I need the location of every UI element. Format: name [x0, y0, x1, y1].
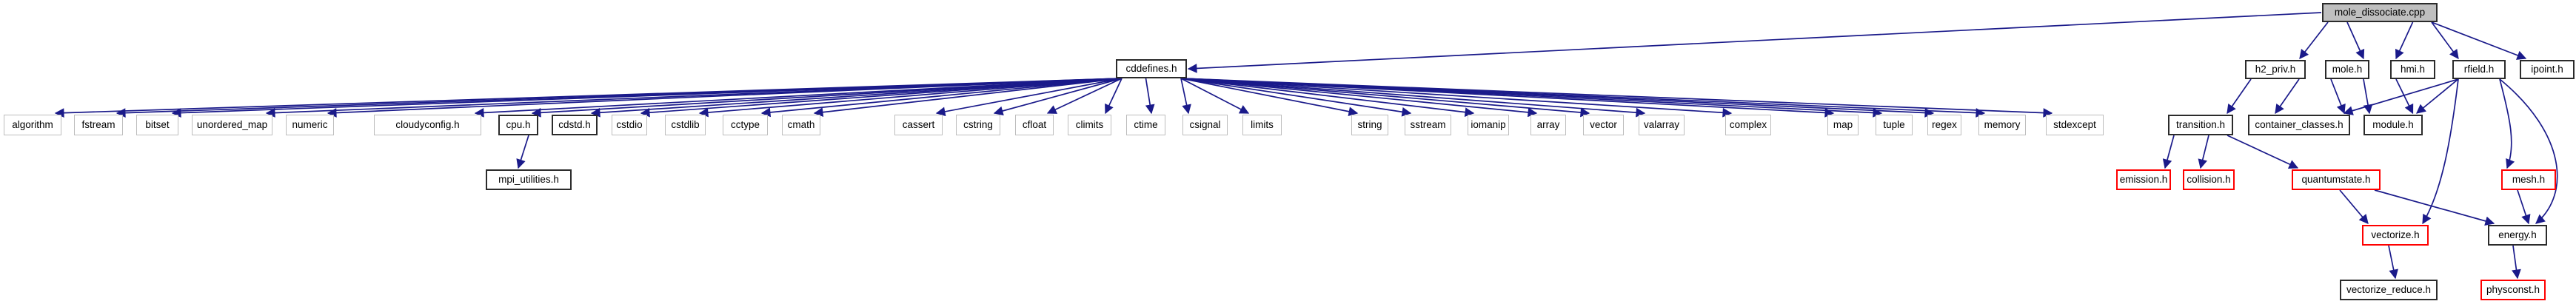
edge-mole_dissociate-ipoint — [2431, 21, 2527, 60]
edge-cddefines-cstdio — [640, 78, 1123, 118]
node-map: map — [1827, 115, 1859, 135]
edge-mole_dissociate-mole — [2346, 21, 2365, 60]
edge-mole_dissociate-rfield — [2431, 21, 2459, 60]
edge-cddefines-valarray — [1180, 78, 1646, 118]
edge-transition-collision — [2198, 135, 2209, 169]
edge-cddefines-climits — [1105, 78, 1123, 115]
edge-rfield-vectorize — [2422, 78, 2459, 225]
edge-cddefines-limits — [1180, 78, 1250, 114]
edge-cddefines-bitset — [171, 78, 1123, 118]
edge-cddefines-cpu — [531, 78, 1123, 118]
node-ctime: ctime — [1126, 115, 1165, 135]
node-energy[interactable]: energy.h — [2488, 225, 2547, 246]
node-cloudyconfig: cloudyconfig.h — [374, 115, 481, 135]
node-tuple: tuple — [1876, 115, 1913, 135]
node-cfloat: cfloat — [1015, 115, 1054, 135]
node-memory: memory — [1978, 115, 2026, 135]
edge-h2_priv-container_classes — [2275, 78, 2300, 115]
node-climits: climits — [1068, 115, 1111, 135]
node-iomanip: iomanip — [1468, 115, 1509, 135]
edge-rfield-container_classes — [2343, 78, 2459, 115]
node-valarray: valarray — [1639, 115, 1685, 135]
edge-mesh-energy — [2517, 189, 2531, 225]
node-cdstd[interactable]: cdstd.h — [552, 115, 598, 135]
node-cctype: cctype — [723, 115, 768, 135]
edge-mole-container_classes — [2330, 78, 2346, 115]
edge-energy-physconst — [2512, 245, 2521, 280]
edge-cddefines-iomanip — [1180, 78, 1475, 117]
node-bitset: bitset — [136, 115, 178, 135]
edge-hmi-module — [2395, 78, 2414, 115]
node-cpu[interactable]: cpu.h — [498, 115, 538, 135]
node-regex: regex — [1927, 115, 1961, 135]
node-csignal: csignal — [1182, 115, 1228, 135]
node-complex: complex — [1725, 115, 1771, 135]
node-vector: vector — [1583, 115, 1624, 135]
edge-cddefines-sstream — [1180, 78, 1412, 117]
edge-rfield-energy — [2499, 78, 2558, 224]
edge-cddefines-cfloat — [1046, 78, 1123, 114]
node-mesh[interactable]: mesh.h — [2501, 169, 2556, 190]
edge-cpu-mpi_utilities — [516, 135, 529, 169]
edge-h2_priv-transition — [2227, 78, 2252, 115]
node-container_classes[interactable]: container_classes.h — [2248, 115, 2350, 135]
edge-transition-emission — [2162, 135, 2175, 169]
node-algorithm: algorithm — [4, 115, 61, 135]
node-stdexcept: stdexcept — [2046, 115, 2104, 135]
edge-mole-module — [2363, 78, 2373, 115]
node-vectorize_reduce[interactable]: vectorize_reduce.h — [2340, 280, 2438, 300]
node-unordered_map: unordered_map — [192, 115, 272, 135]
node-quantumstate[interactable]: quantumstate.h — [2292, 169, 2381, 190]
node-h2_priv[interactable]: h2_priv.h — [2245, 60, 2306, 79]
node-module[interactable]: module.h — [2363, 115, 2423, 135]
node-limits: limits — [1242, 115, 1282, 135]
node-mole_dissociate: mole_dissociate.cpp — [2322, 3, 2438, 22]
edge-cddefines-string — [1180, 78, 1359, 117]
edge-cddefines-stdexcept — [1180, 78, 2053, 118]
node-cstdio: cstdio — [612, 115, 647, 135]
node-array: array — [1530, 115, 1566, 135]
edge-mole_dissociate-h2_priv — [2299, 21, 2329, 60]
edge-cddefines-numeric — [327, 78, 1123, 118]
edge-cddefines-cassert — [935, 78, 1123, 117]
edge-cddefines-ctime — [1145, 78, 1155, 115]
node-emission[interactable]: emission.h — [2116, 169, 2171, 190]
edge-cddefines-cmath — [813, 78, 1123, 118]
edge-cddefines-cctype — [760, 78, 1123, 118]
edge-cddefines-complex — [1180, 78, 1733, 118]
edge-rfield-mesh — [2499, 78, 2515, 169]
node-ipoint[interactable]: ipoint.h — [2520, 60, 2575, 79]
edge-cddefines-array — [1180, 78, 1538, 118]
edge-rfield-module — [2416, 78, 2459, 114]
edge-cddefines-cstring — [993, 78, 1123, 116]
edge-mole_dissociate-cddefines — [1187, 12, 2322, 73]
edge-quantumstate-vectorize — [2339, 189, 2369, 224]
node-cddefines[interactable]: cddefines.h — [1116, 59, 1187, 78]
node-physconst[interactable]: physconst.h — [2480, 280, 2546, 300]
node-collision[interactable]: collision.h — [2183, 169, 2235, 190]
node-cmath: cmath — [782, 115, 820, 135]
node-fstream: fstream — [74, 115, 123, 135]
node-cassert: cassert — [894, 115, 943, 135]
node-cstring: cstring — [956, 115, 1000, 135]
edge-quantumstate-energy — [2374, 189, 2495, 226]
edge-cddefines-cstdlib — [698, 78, 1123, 118]
edge-cddefines-vector — [1180, 78, 1590, 118]
node-string: string — [1351, 115, 1388, 135]
edge-vectorize-vectorize_reduce — [2388, 245, 2398, 280]
node-mole[interactable]: mole.h — [2325, 60, 2369, 79]
node-cstdlib: cstdlib — [665, 115, 706, 135]
node-vectorize[interactable]: vectorize.h — [2362, 225, 2429, 246]
node-mpi_utilities[interactable]: mpi_utilities.h — [486, 169, 572, 190]
node-sstream: sstream — [1405, 115, 1451, 135]
node-hmi[interactable]: hmi.h — [2390, 60, 2435, 79]
edge-cddefines-csignal — [1180, 78, 1191, 115]
node-transition[interactable]: transition.h — [2168, 115, 2233, 135]
node-numeric: numeric — [286, 115, 334, 135]
edge-mole_dissociate-hmi — [2395, 21, 2414, 60]
edge-transition-quantumstate — [2227, 135, 2299, 169]
node-rfield[interactable]: rfield.h — [2452, 60, 2506, 79]
